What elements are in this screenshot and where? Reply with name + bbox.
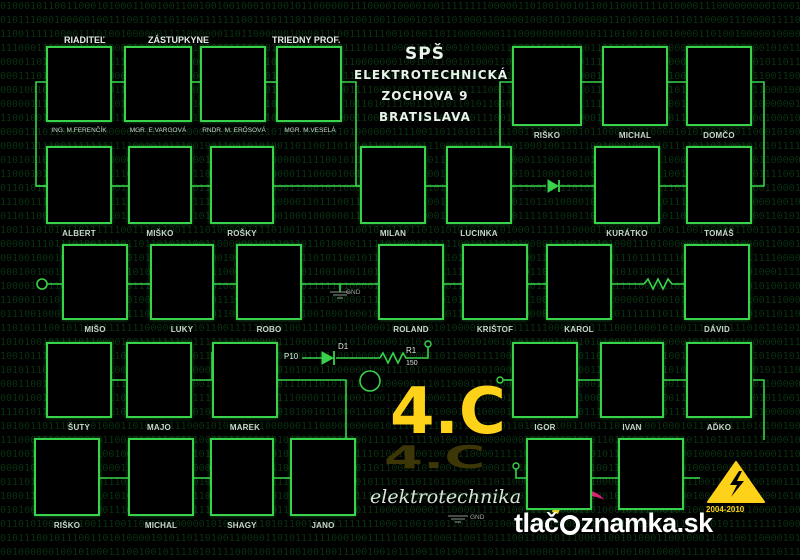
photo-frame bbox=[526, 438, 592, 510]
student-name: MIŠO bbox=[84, 325, 106, 334]
photo-frame bbox=[512, 342, 578, 418]
deputies-title: ZÁSTUPKYNE bbox=[148, 35, 210, 45]
photo-frame bbox=[686, 46, 752, 126]
student-name: ROŠKY bbox=[227, 229, 257, 238]
gnd-label: GND bbox=[470, 514, 485, 521]
high-voltage-icon bbox=[707, 461, 765, 503]
staff-name: MGR. M.VESELÁ bbox=[284, 127, 336, 134]
photo-frame bbox=[600, 342, 664, 418]
student-name: MAREK bbox=[229, 423, 261, 432]
student-name: KAROL bbox=[564, 325, 594, 334]
photo-frame bbox=[684, 244, 750, 320]
photo-frame bbox=[686, 146, 752, 224]
photo-frame bbox=[62, 244, 128, 320]
student-name: RIŠKO bbox=[533, 131, 561, 140]
photo-frame bbox=[618, 438, 684, 510]
brand-prefix: tlač bbox=[514, 508, 559, 538]
student-name: IGOR bbox=[534, 423, 556, 432]
student-name: ŠUTY bbox=[67, 423, 91, 432]
student-name: TOMÁŠ bbox=[704, 229, 734, 238]
gnd-label: GND bbox=[346, 289, 361, 296]
ground-icon bbox=[330, 291, 350, 299]
subtitle: elektrotechnika bbox=[370, 486, 522, 508]
student-name: KRIŠTOF bbox=[476, 325, 514, 334]
student-name: AĎKO bbox=[706, 423, 732, 432]
photo-frame bbox=[128, 146, 192, 224]
class-teacher-title: TRIEDNY PROF. bbox=[272, 35, 341, 45]
p10-label: P10 bbox=[284, 352, 299, 361]
brand-suffix: znamka.sk bbox=[580, 508, 714, 538]
diode-symbol bbox=[547, 179, 560, 193]
student-name: MILAN bbox=[379, 229, 407, 238]
photo-frame bbox=[602, 46, 668, 126]
school-abbr: SPŠ bbox=[405, 44, 445, 64]
student-name: ALBERT bbox=[62, 229, 96, 238]
class-name: 4.C bbox=[390, 375, 506, 449]
school-type: ELEKTROTECHNICKÁ bbox=[354, 68, 509, 82]
photo-frame bbox=[276, 46, 342, 122]
photo-frame bbox=[546, 244, 612, 320]
photo-frame bbox=[210, 438, 274, 516]
school-city: BRATISLAVA bbox=[379, 110, 471, 124]
student-name: MIŠKO bbox=[146, 229, 174, 238]
r1-value: 150 bbox=[406, 360, 418, 367]
photo-frame bbox=[512, 46, 582, 126]
photo-frame bbox=[686, 342, 752, 418]
brand-watermark[interactable]: tlač znamka.sk bbox=[514, 508, 713, 539]
student-name: MAJO bbox=[147, 423, 171, 432]
student-name: RIŠKO bbox=[53, 521, 81, 530]
student-name: DOMČO bbox=[703, 131, 735, 140]
photo-frame bbox=[290, 438, 356, 516]
student-name: ROLAND bbox=[393, 325, 429, 334]
staff-name: RNDR. M. ERŐSOVÁ bbox=[202, 127, 266, 134]
photo-frame bbox=[46, 46, 112, 122]
student-name: ROBO bbox=[256, 325, 282, 334]
photo-frame bbox=[34, 438, 100, 516]
photo-frame bbox=[126, 342, 192, 418]
student-name: JANO bbox=[311, 521, 335, 530]
student-name: IVAN bbox=[622, 423, 642, 432]
photo-frame bbox=[378, 244, 444, 320]
photo-frame bbox=[124, 46, 192, 122]
years-label: 2004-2010 bbox=[706, 505, 745, 514]
photo-frame bbox=[200, 46, 266, 122]
student-name: KURÁTKO bbox=[606, 229, 648, 238]
student-name: LUKY bbox=[170, 325, 194, 334]
student-name: DÁVID bbox=[704, 325, 730, 334]
staff-name: MGR. E.VARGOVÁ bbox=[129, 127, 187, 134]
school-street: ZOCHOVA 9 bbox=[381, 89, 469, 103]
photo-frame bbox=[150, 244, 214, 320]
brand-o-icon bbox=[559, 515, 580, 535]
photo-frame bbox=[236, 244, 302, 320]
r1-label: R1 bbox=[406, 346, 417, 355]
diode-d1-symbol bbox=[321, 351, 335, 365]
d1-label: D1 bbox=[338, 342, 349, 351]
photo-frame bbox=[212, 342, 278, 418]
student-name: MICHAL bbox=[144, 521, 178, 530]
photo-frame bbox=[46, 146, 112, 224]
photo-frame bbox=[446, 146, 512, 224]
photo-frame bbox=[128, 438, 194, 516]
student-name: SHAGY bbox=[227, 521, 257, 530]
photo-frame bbox=[594, 146, 660, 224]
student-name: LUCINKA bbox=[460, 229, 498, 238]
photo-frame bbox=[462, 244, 528, 320]
staff-name: ING. M.FERENČÍK bbox=[51, 127, 107, 134]
battery-symbol bbox=[359, 370, 381, 392]
student-name: MICHAL bbox=[618, 131, 652, 140]
ground-icon-2 bbox=[448, 515, 468, 523]
photo-frame bbox=[46, 342, 112, 418]
photo-frame bbox=[360, 146, 426, 224]
photo-frame bbox=[210, 146, 274, 224]
director-title: RIADITEĽ bbox=[64, 35, 106, 45]
class-name-reflection: 4.C bbox=[384, 439, 486, 476]
